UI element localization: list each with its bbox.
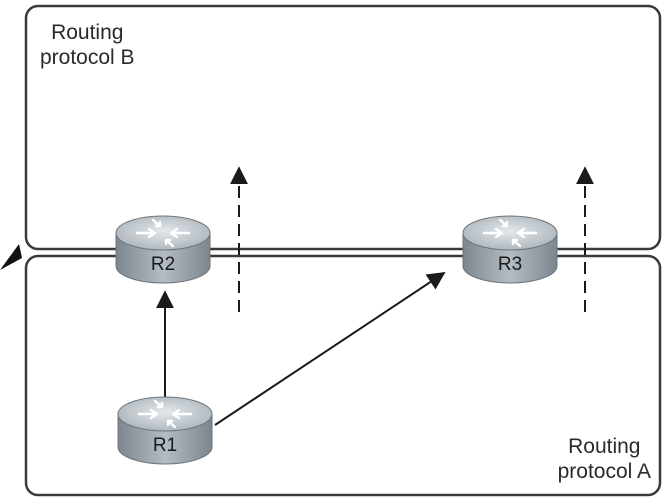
routing-protocol-a-line1: Routing xyxy=(568,435,641,458)
routing-protocol-a-label: Routing protocol A xyxy=(558,434,651,484)
routing-protocol-b-label: Routing protocol B xyxy=(40,20,135,70)
routing-protocol-b-line2: protocol B xyxy=(40,46,135,69)
router-arrows-icon xyxy=(482,218,538,248)
routing-protocol-b-line1: Routing xyxy=(51,21,124,44)
router-r3-label: R3 xyxy=(498,254,522,275)
routing-domain-b-box xyxy=(24,4,662,251)
router-r1-label: R1 xyxy=(153,435,177,456)
router-r3: R3 xyxy=(462,215,558,284)
router-r2-label: R2 xyxy=(151,254,175,275)
boundary-pointer-arrow xyxy=(0,244,22,270)
router-r1: R1 xyxy=(117,396,213,465)
routing-domain-a-box xyxy=(24,254,662,497)
router-r2: R2 xyxy=(115,215,211,284)
router-arrows-icon xyxy=(137,399,193,429)
routing-protocol-a-line2: protocol A xyxy=(557,460,651,483)
arrow-r1-to-r3 xyxy=(214,272,446,426)
router-arrows-icon xyxy=(135,218,191,248)
